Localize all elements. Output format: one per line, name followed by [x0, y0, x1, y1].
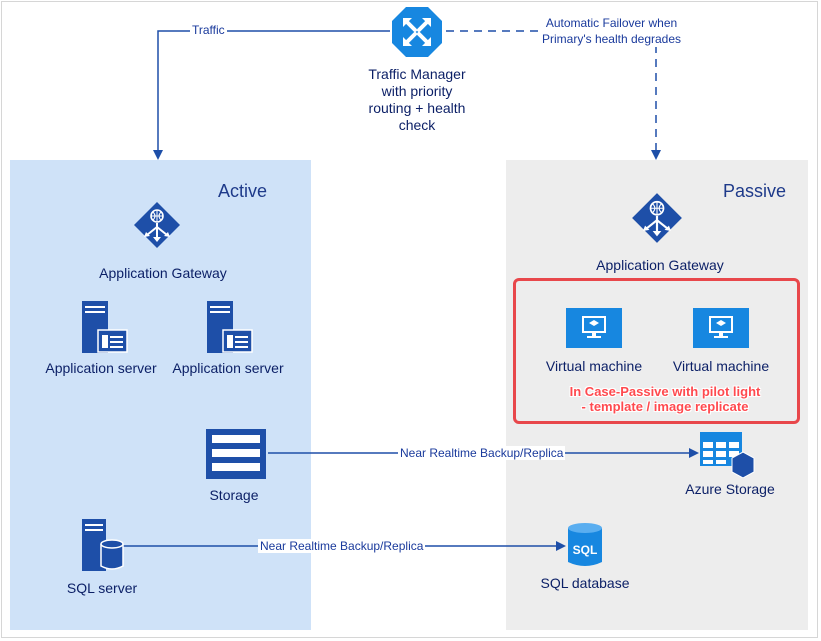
application-gateway-icon — [133, 201, 181, 254]
application-gateway-icon — [631, 192, 683, 249]
pilot-light-note-line: - template / image replicate — [581, 399, 749, 414]
server-icon — [205, 300, 253, 359]
virtual-machine-icon — [693, 308, 749, 353]
azure-storage-label: Azure Storage — [685, 481, 775, 497]
active-title: Active — [218, 181, 268, 201]
vm-2-label: Virtual machine — [672, 358, 770, 374]
storage-backup-label: Near Realtime Backup/Replica — [398, 446, 566, 460]
pilot-light-highlight — [513, 278, 800, 424]
sql-database-label: SQL database — [540, 575, 630, 591]
sql-backup-label: Near Realtime Backup/Replica — [258, 539, 426, 553]
traffic-manager-label-line: routing + health — [368, 100, 466, 116]
passive-title: Passive — [723, 181, 787, 201]
failover-label: Automatic Failover when Primary's health… — [540, 15, 684, 47]
sql-server-icon — [80, 518, 126, 577]
sql-server-label: SQL server — [66, 580, 138, 596]
traffic-manager-label-line: with priority — [381, 83, 453, 99]
vm-1-label: Virtual machine — [545, 358, 643, 374]
svg-text:SQL: SQL — [573, 543, 598, 557]
sql-database-icon: SQL — [567, 522, 603, 573]
pilot-light-note-line: In Case-Passive with pilot light — [569, 384, 761, 399]
active-gateway-label: Application Gateway — [99, 265, 227, 281]
passive-gateway-label: Application Gateway — [596, 257, 724, 273]
pilot-light-note: In Case-Passive with pilot light - templ… — [540, 384, 790, 414]
traffic-manager-label: Traffic Manager with priority routing + … — [352, 66, 482, 134]
traffic-manager-label-line: Traffic Manager — [368, 66, 466, 82]
virtual-machine-icon — [566, 308, 622, 353]
storage-label: Storage — [209, 487, 259, 503]
traffic-manager-label-line: check — [398, 117, 436, 133]
traffic-manager-icon — [391, 6, 443, 63]
storage-icon — [205, 428, 267, 485]
failover-label-line: Primary's health degrades — [542, 32, 682, 46]
app-server-2-label: Application server — [172, 360, 284, 376]
traffic-label: Traffic — [190, 23, 227, 37]
server-icon — [80, 300, 128, 359]
azure-storage-icon — [700, 432, 760, 483]
failover-label-line: Automatic Failover when — [545, 16, 678, 30]
traffic-connector — [153, 30, 390, 160]
app-server-1-label: Application server — [45, 360, 157, 376]
